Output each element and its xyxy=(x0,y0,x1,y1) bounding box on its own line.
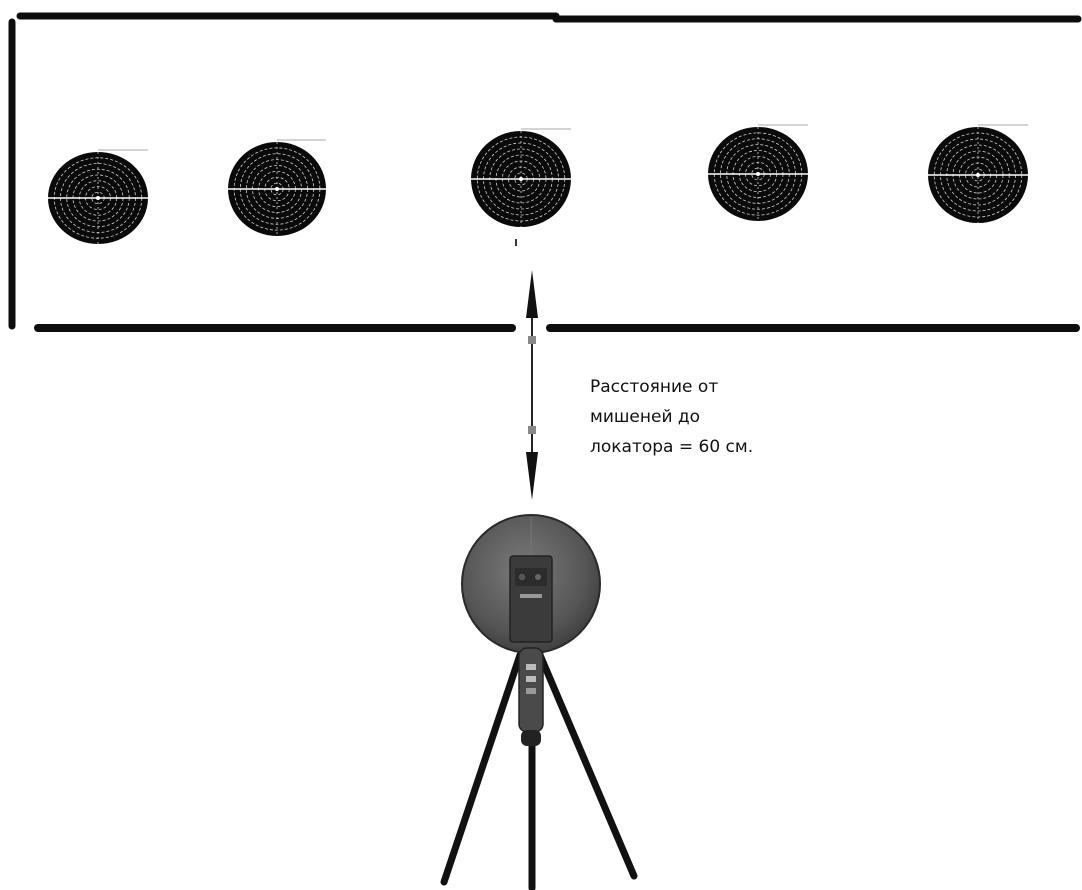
tripod-leg-left xyxy=(444,655,520,882)
targets-row xyxy=(48,125,1028,244)
distance-caption: Расстояние от мишеней до локатора = 60 с… xyxy=(590,372,830,462)
target-center xyxy=(756,172,760,176)
target-center xyxy=(96,196,100,200)
radar-locator-icon xyxy=(444,515,634,888)
module-lens-2 xyxy=(535,574,541,580)
caption-line-3: локатора = 60 см. xyxy=(590,432,830,462)
bullseye-target-icon xyxy=(48,150,148,244)
handle-button-2 xyxy=(526,676,536,682)
target-center xyxy=(275,187,279,191)
bullseye-target-icon xyxy=(708,125,808,221)
handle-grip xyxy=(521,730,541,746)
handle-button-3 xyxy=(526,688,536,694)
bullseye-target-icon xyxy=(471,129,571,227)
arrow-marker-bottom xyxy=(528,426,536,434)
tripod-leg-right xyxy=(540,655,634,876)
arrow-marker-top xyxy=(528,336,536,344)
arrow-head-down xyxy=(526,452,538,500)
module-lens xyxy=(518,573,526,581)
caption-line-2: мишеней до xyxy=(590,402,830,432)
bullseye-target-icon xyxy=(228,140,326,236)
caption-line-1: Расстояние от xyxy=(590,372,830,402)
handle-button-1 xyxy=(526,664,536,670)
target-center xyxy=(976,173,980,177)
module-label xyxy=(520,594,542,598)
target-center xyxy=(519,177,523,181)
arrow-head-up xyxy=(526,270,538,318)
distance-arrow xyxy=(526,270,538,500)
bullseye-target-icon xyxy=(928,125,1028,223)
